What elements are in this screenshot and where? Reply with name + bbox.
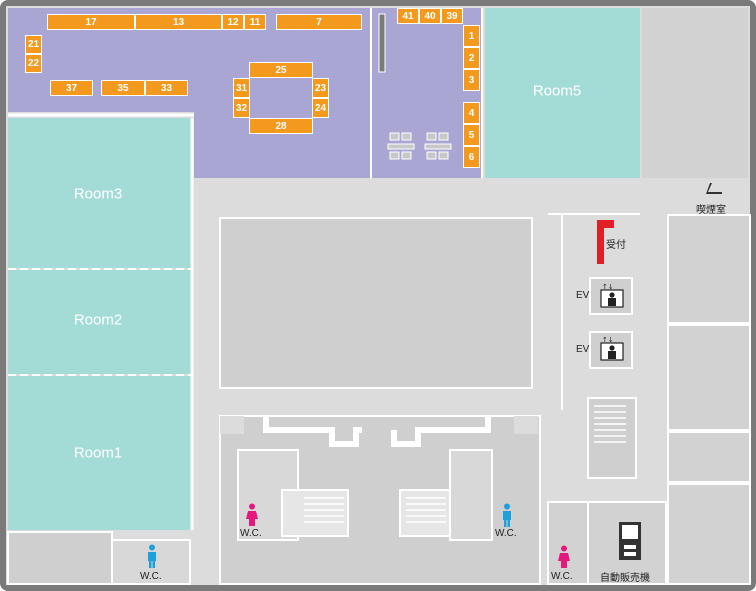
booth-12[interactable]: 12	[222, 14, 244, 30]
smoking-room-label: 喫煙室	[696, 205, 726, 216]
booth-22[interactable]: 22	[25, 54, 42, 73]
booth-28[interactable]: 28	[249, 118, 313, 134]
booth-11[interactable]: 11	[244, 14, 266, 30]
booth-2[interactable]: 2	[463, 47, 480, 69]
ev-label-2: EV	[576, 344, 590, 355]
room1-label: Room1	[73, 444, 123, 462]
booth-41[interactable]: 41	[397, 8, 419, 24]
booth-13[interactable]: 13	[135, 14, 222, 30]
booth-5[interactable]: 5	[463, 124, 480, 146]
booth-25[interactable]: 25	[249, 62, 313, 78]
booth-21[interactable]: 21	[25, 35, 42, 54]
room3-area	[8, 118, 192, 268]
room3-label: Room3	[73, 185, 123, 203]
booth-7[interactable]: 7	[276, 14, 362, 30]
svg-text:↑↓: ↑↓	[602, 283, 614, 291]
room5-label: Room5	[532, 82, 582, 100]
room5-area	[485, 8, 640, 178]
central-block	[219, 217, 533, 389]
booth-1[interactable]: 1	[463, 25, 480, 47]
wc-women-left-label: W.C.	[240, 528, 262, 539]
booth-32[interactable]: 32	[233, 98, 250, 118]
room2-label: Room2	[73, 311, 123, 329]
booth-33[interactable]: 33	[145, 80, 188, 96]
reception-counter	[597, 220, 614, 264]
booth-40[interactable]: 40	[419, 8, 441, 24]
wc-men-right-label: W.C.	[495, 528, 517, 539]
booth-39[interactable]: 39	[441, 8, 463, 24]
booth-37[interactable]: 37	[50, 80, 93, 96]
vending-machine-label: 自動販売機	[600, 573, 650, 584]
reception-label: 受付	[606, 240, 626, 251]
booth-23[interactable]: 23	[312, 78, 329, 98]
wc-bottom-left-label: W.C.	[140, 571, 162, 582]
booth-31[interactable]: 31	[233, 78, 250, 98]
booth-3[interactable]: 3	[463, 69, 480, 91]
svg-text:↑↓: ↑↓	[602, 336, 614, 344]
room1-area	[8, 376, 192, 530]
room2-area	[8, 270, 192, 374]
booth-24[interactable]: 24	[312, 98, 329, 118]
booth-6[interactable]: 6	[463, 146, 480, 168]
booth-17[interactable]: 17	[47, 14, 135, 30]
wc-women-bottom-label: W.C.	[551, 571, 573, 582]
booth-35[interactable]: 35	[101, 80, 145, 96]
booth-4[interactable]: 4	[463, 102, 480, 124]
ev-label-1: EV	[576, 290, 590, 301]
